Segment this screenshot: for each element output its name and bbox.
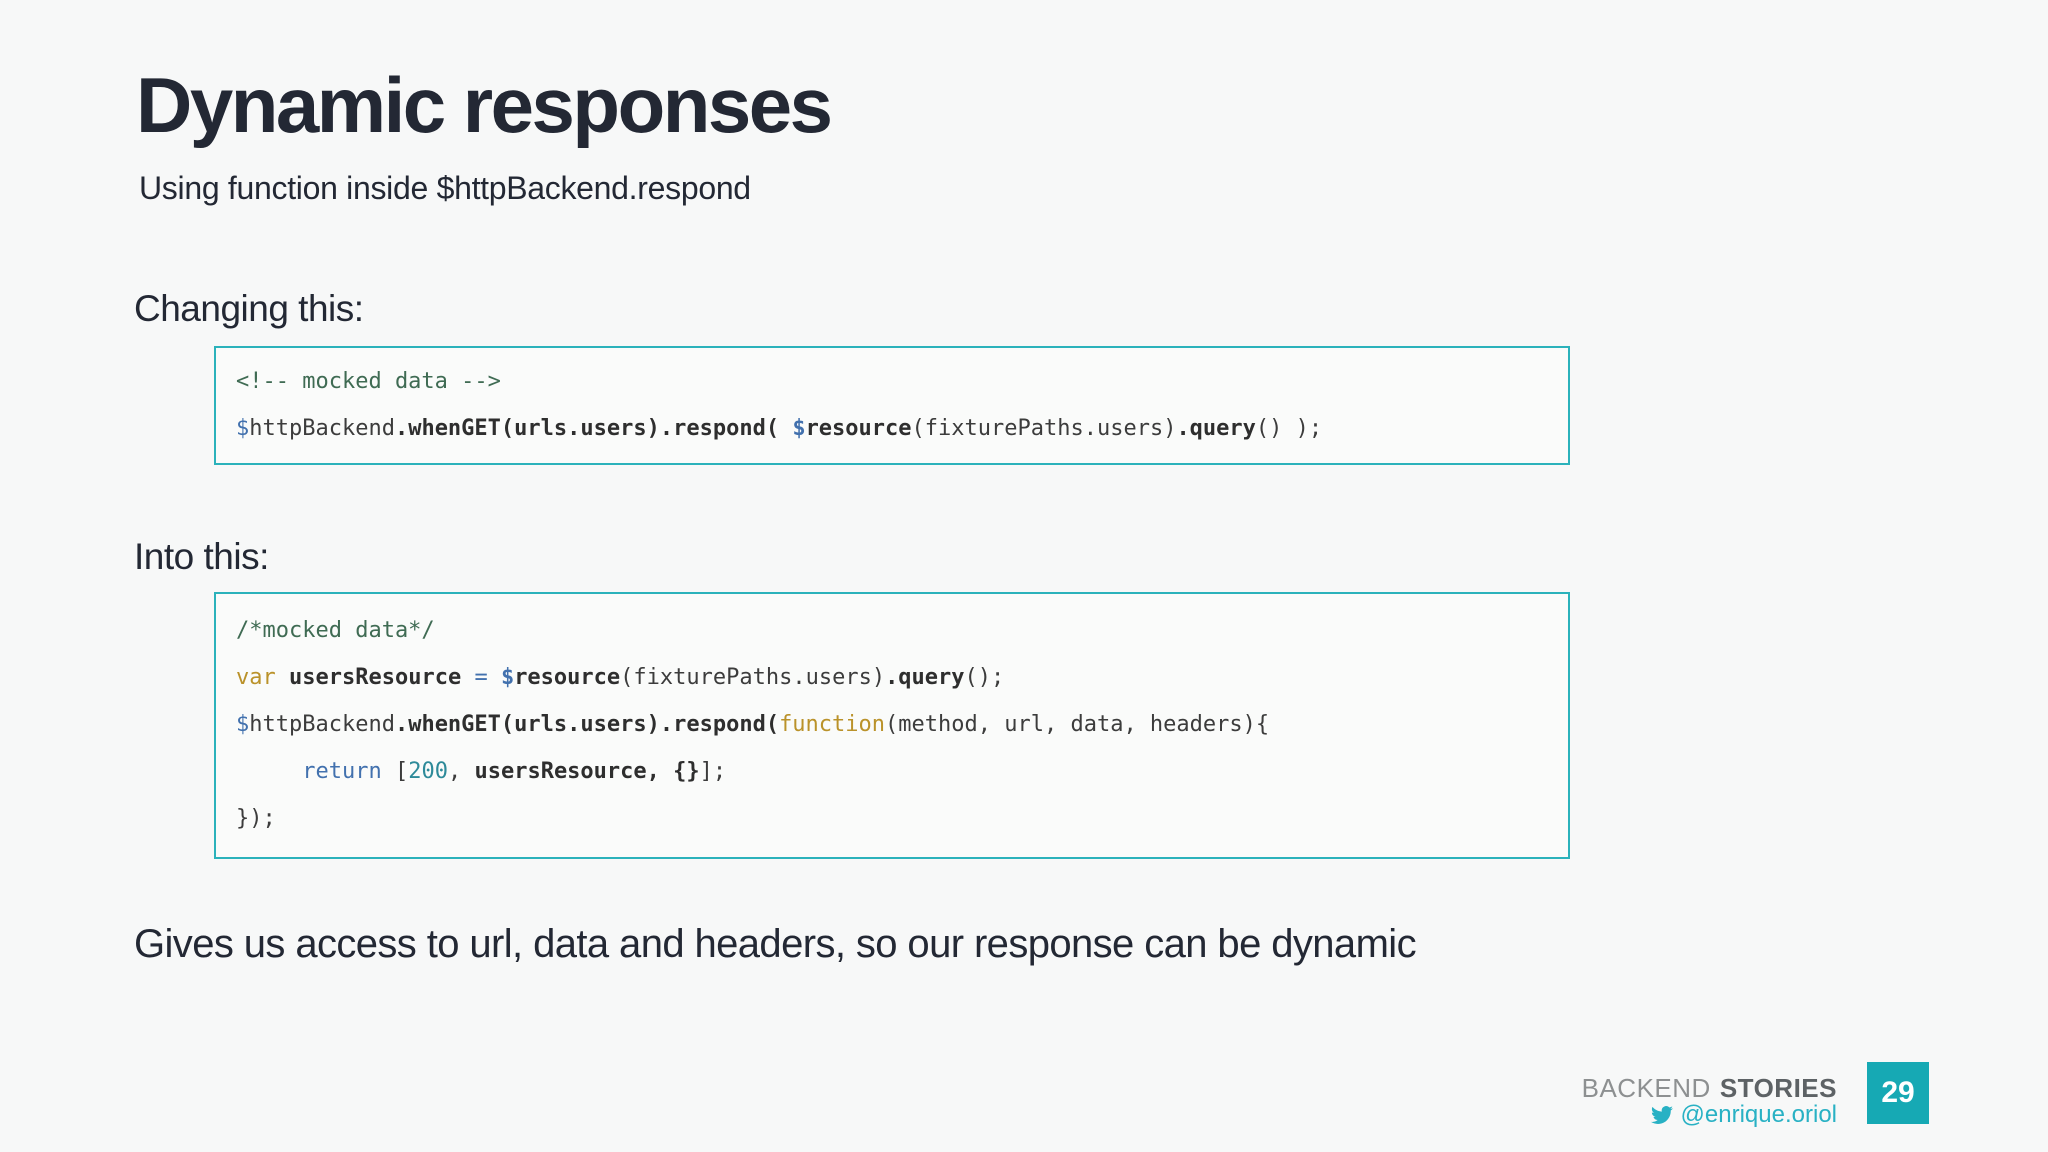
code-line: /*mocked data*/ [236, 618, 435, 643]
code-line: var usersResource = $resource(fixturePat… [236, 665, 1005, 690]
footer-brand: BACKEND STORIES [1582, 1074, 1837, 1102]
page-title: Dynamic responses [136, 61, 833, 149]
footer-brand-light: BACKEND [1581, 1073, 1711, 1103]
code-line: return [200, usersResource, {}]; [302, 759, 727, 784]
code-line: $httpBackend.whenGET(urls.users).respond… [236, 416, 1323, 441]
code-line: }); [236, 806, 276, 831]
page-number-badge: 29 [1867, 1062, 1929, 1124]
section-heading-into-this: Into this: [134, 536, 269, 577]
footer: BACKEND STORIES @enrique.oriol [1582, 1074, 1837, 1128]
code-line: <!-- mocked data --> [236, 369, 501, 394]
code-block-after: /*mocked data*/ var usersResource = $reso… [214, 592, 1570, 859]
footer-brand-bold: STORIES [1719, 1073, 1837, 1103]
twitter-bird-icon [1650, 1104, 1673, 1126]
footer-twitter: @enrique.oriol [1582, 1102, 1837, 1128]
section-heading-changing-this: Changing this: [134, 288, 364, 329]
page-subtitle: Using function inside $httpBackend.respo… [139, 170, 751, 206]
code-block-before: <!-- mocked data --> $httpBackend.whenGET… [214, 346, 1570, 465]
twitter-handle: @enrique.oriol [1680, 1101, 1837, 1128]
code-line: $httpBackend.whenGET(urls.users).respond… [236, 712, 1270, 737]
statement-text: Gives us access to url, data and headers… [134, 922, 1417, 966]
